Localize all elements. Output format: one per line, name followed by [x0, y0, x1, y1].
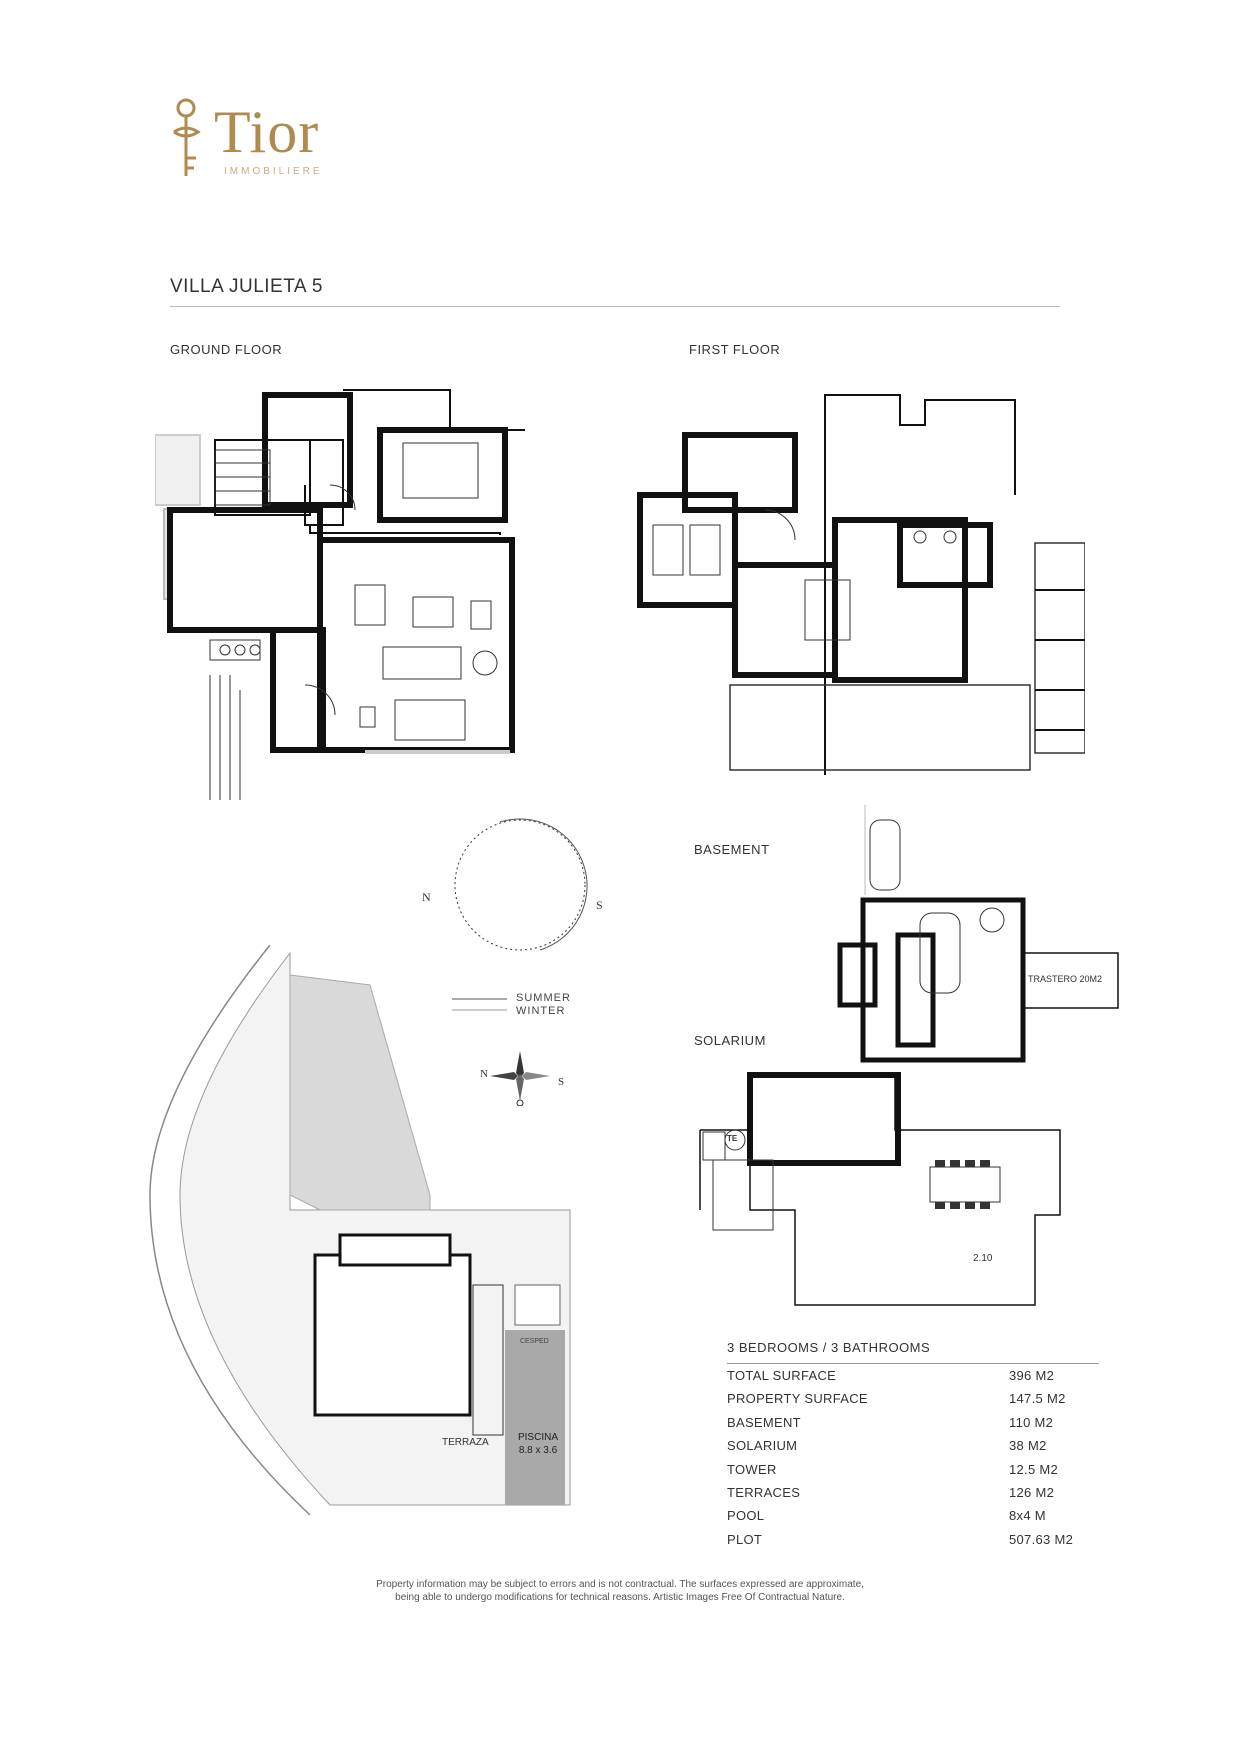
ground-floor-label: GROUND FLOOR — [170, 342, 283, 357]
spec-row: PROPERTY SURFACE 147.5 M2 — [727, 1387, 1099, 1410]
spec-value: 12.5 M2 — [1009, 1461, 1059, 1477]
spec-label: TOTAL SURFACE — [727, 1368, 837, 1383]
spec-label: BASEMENT — [727, 1414, 801, 1430]
spec-row: TOWER 12.5 M2 — [727, 1458, 1099, 1481]
ground-floor-plan — [155, 385, 525, 800]
first-floor-plan — [635, 385, 1085, 785]
key-emblem-icon — [173, 98, 201, 176]
disclaimer-line-2: being able to undergo modifications for … — [395, 1592, 845, 1603]
legend-summer: SUMMER — [516, 992, 571, 1004]
spec-label: POOL — [727, 1508, 765, 1524]
compass-north: N — [480, 1068, 488, 1080]
terraza-label: TERRAZA — [442, 1437, 489, 1448]
spec-value: 38 M2 — [1009, 1438, 1047, 1454]
property-specs: 3 BEDROOMS / 3 BATHROOMS TOTAL SURFACE 39… — [727, 1340, 1099, 1551]
spec-value: 507.63 M2 — [1009, 1531, 1074, 1547]
solarium-label: SOLARIUM — [694, 1033, 766, 1048]
spec-label: PLOT — [727, 1531, 763, 1547]
compass-rose-icon: N S — [480, 1046, 564, 1106]
brand-name: Tior — [214, 99, 320, 165]
spec-value: 110 M2 — [1009, 1414, 1054, 1430]
piscina-label: PISCINA — [517, 1432, 558, 1443]
spec-row: PLOT 507.63 M2 — [727, 1528, 1099, 1551]
basement-label: BASEMENT — [694, 842, 770, 857]
brand-subtitle: IMMOBILIERE — [224, 166, 323, 177]
title-divider — [170, 306, 1060, 307]
spec-label: SOLARIUM — [727, 1438, 798, 1454]
page-title: VILLA JULIETA 5 — [170, 276, 323, 297]
compass-south: S — [558, 1076, 565, 1088]
spec-row: BASEMENT 110 M2 — [727, 1411, 1099, 1434]
spec-label: TOWER — [727, 1461, 777, 1477]
disclaimer: Property information may be subject to e… — [300, 1578, 940, 1604]
piscina-size: 8.8 x 3.6 — [518, 1445, 558, 1456]
spec-value: 396 M2 — [1009, 1368, 1055, 1383]
basement-plan: TRASTERO 20M2 — [830, 805, 1120, 1065]
spec-value: 126 M2 — [1009, 1484, 1055, 1500]
legend-winter: WINTER — [516, 1005, 566, 1017]
solarium-plan: TE 2.10 — [695, 1070, 1065, 1310]
spec-value: 8x4 M — [1009, 1508, 1046, 1524]
te-label: TE — [727, 1134, 738, 1143]
spec-label: TERRACES — [727, 1484, 801, 1500]
cesped-label: CESPED — [520, 1338, 549, 1345]
specs-title: 3 BEDROOMS / 3 BATHROOMS — [727, 1340, 1099, 1364]
brand-logo: Tior IMMOBILIERE — [166, 96, 356, 180]
spec-value: 147.5 M2 — [1009, 1391, 1066, 1407]
spec-row: POOL 8x4 M — [727, 1504, 1099, 1527]
spec-row: SOLARIUM 38 M2 — [727, 1434, 1099, 1457]
sun-diagram: N S — [420, 800, 620, 1000]
trastero-label: TRASTERO 20M2 — [1028, 974, 1103, 984]
disclaimer-line-1: Property information may be subject to e… — [376, 1579, 864, 1590]
sun-south-label: S — [596, 898, 604, 912]
sun-legend — [452, 994, 512, 1014]
spec-row: TOTAL SURFACE 396 M2 — [727, 1364, 1099, 1387]
solarium-dimension: 2.10 — [973, 1253, 993, 1264]
sun-north-label: N — [422, 890, 432, 904]
spec-row: TERRACES 126 M2 — [727, 1481, 1099, 1504]
site-plan: TERRAZA PISCINA 8.8 x 3.6 CESPED — [140, 945, 580, 1525]
spec-label: PROPERTY SURFACE — [727, 1391, 868, 1407]
first-floor-label: FIRST FLOOR — [689, 342, 781, 357]
